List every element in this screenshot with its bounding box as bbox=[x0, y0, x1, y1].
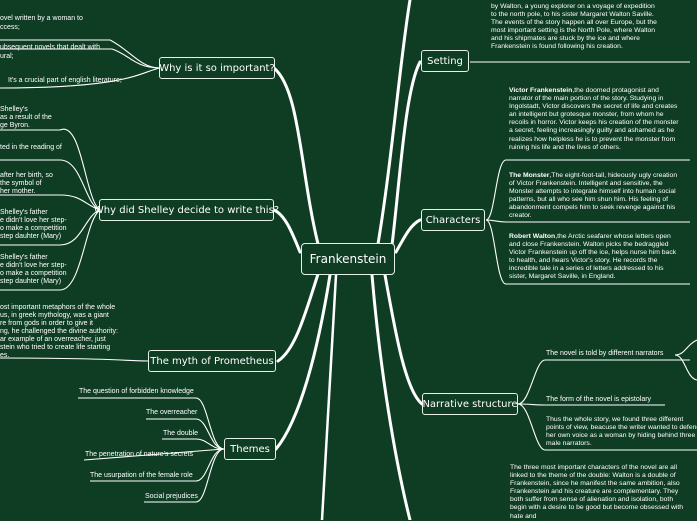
prometheus-text: ng, he challenged the divine authority: bbox=[0, 328, 118, 335]
shelley-leaf: after her birth, so bbox=[0, 172, 53, 179]
shelley-leaf: Shelley's bbox=[0, 106, 28, 113]
shelley-leaf: e didn't love her step- bbox=[0, 262, 67, 269]
prometheus-text: us, in greek mythology, was a giant bbox=[0, 312, 109, 319]
shelley-leaf: o make a competition bbox=[0, 225, 67, 232]
shelley-leaf: e didn't love her step- bbox=[0, 217, 67, 224]
shelley-leaf: ted in the reading of bbox=[0, 144, 62, 151]
theme-item[interactable]: Social prejudices bbox=[145, 493, 198, 500]
theme-item[interactable]: The penetration of nature's secrets bbox=[85, 451, 193, 458]
setting-description: by Walton, a young explorer on a voyage … bbox=[491, 3, 657, 51]
important-leaf: ubsequent novels that dealt with bbox=[0, 44, 101, 51]
character-desc: ,The eight-foot-tall, hideously ugly cre… bbox=[509, 172, 678, 220]
theme-item[interactable]: The overreacher bbox=[146, 409, 198, 416]
shelley-leaf: o make a competition bbox=[0, 270, 67, 277]
theme-item[interactable]: The double bbox=[163, 430, 199, 437]
narrative-item[interactable]: Thus the whole story, we found three dif… bbox=[546, 416, 697, 448]
double-theme-description: The three most important characters of t… bbox=[510, 464, 684, 520]
connector-bottom bbox=[370, 273, 412, 520]
branch-why-important[interactable]: Why is it so important? bbox=[159, 57, 275, 79]
connector-bottom-left bbox=[320, 273, 338, 520]
shelley-leaf: Shelley's father bbox=[0, 209, 48, 216]
connector-setting bbox=[390, 60, 422, 247]
character-walton: Robert Walton,the Arctic seafarer whose … bbox=[509, 233, 683, 282]
character-monster: The Monster,The eight-foot-tall, hideous… bbox=[509, 172, 684, 221]
character-name: Victor Frankenstein bbox=[509, 87, 573, 94]
shelley-leaf: her mother. bbox=[0, 188, 36, 195]
narrative-item[interactable]: The form of the novel is epistolary bbox=[546, 396, 652, 403]
connector-themes bbox=[274, 273, 332, 451]
narrative-item[interactable]: The novel is told by different narrators bbox=[546, 350, 664, 357]
branch-myth-prometheus[interactable]: The myth of Prometheus bbox=[148, 350, 276, 372]
branch-setting[interactable]: Setting bbox=[421, 50, 469, 72]
shelley-leaf: ge Byron. bbox=[0, 122, 30, 129]
important-leaf: ccess; bbox=[0, 24, 20, 31]
character-desc: ,the Arctic seafarer whose letters open … bbox=[509, 233, 677, 281]
branch-themes[interactable]: Themes bbox=[224, 438, 276, 460]
connector-shelley bbox=[272, 208, 302, 254]
connector-top bbox=[376, 0, 412, 246]
prometheus-text: stein who tried to create life starting bbox=[0, 344, 111, 351]
branch-narrative-structure[interactable]: Narrative structure bbox=[422, 393, 518, 415]
shelley-leaf: Shelley's father bbox=[0, 254, 48, 261]
shelley-leaf: step dauhter (Mary) bbox=[0, 233, 62, 240]
connector-prometheus bbox=[276, 272, 320, 363]
prometheus-text: ar example of an overreacher, just bbox=[0, 336, 106, 343]
connector-characters bbox=[394, 218, 422, 254]
character-victor: Victor Frankenstein,the doomed protagoni… bbox=[509, 87, 681, 152]
shelley-leaf: as a result of the bbox=[0, 114, 52, 121]
connector-narrative bbox=[383, 273, 424, 406]
theme-item[interactable]: The usurpation of the female role bbox=[90, 472, 193, 479]
prometheus-text: re from gods in order to give it bbox=[0, 320, 93, 327]
shelley-leaf: step dauhter (Mary) bbox=[0, 278, 62, 285]
important-leaf: ovel written by a woman to bbox=[0, 15, 83, 22]
branch-characters[interactable]: Characters bbox=[421, 209, 485, 231]
connector-important bbox=[272, 66, 320, 246]
prometheus-text: es. bbox=[0, 352, 10, 359]
central-topic-frankenstein[interactable]: Frankenstein bbox=[301, 243, 395, 275]
prometheus-text: ost important metaphors of the whole bbox=[0, 304, 116, 311]
shelley-leaf: the symbol of bbox=[0, 180, 42, 187]
character-desc: ,the doomed protagonist and narrator of … bbox=[509, 87, 679, 151]
important-leaf: It's a crucial part of english literatur… bbox=[8, 77, 122, 84]
character-name: The Monster bbox=[509, 172, 550, 179]
character-name: Robert Walton bbox=[509, 233, 556, 240]
branch-why-shelley-wrote[interactable]: Why did Shelley decide to write this? bbox=[94, 199, 279, 221]
important-leaf: ural; bbox=[0, 53, 14, 60]
theme-item[interactable]: The question of forbidden knowledge bbox=[79, 388, 194, 395]
